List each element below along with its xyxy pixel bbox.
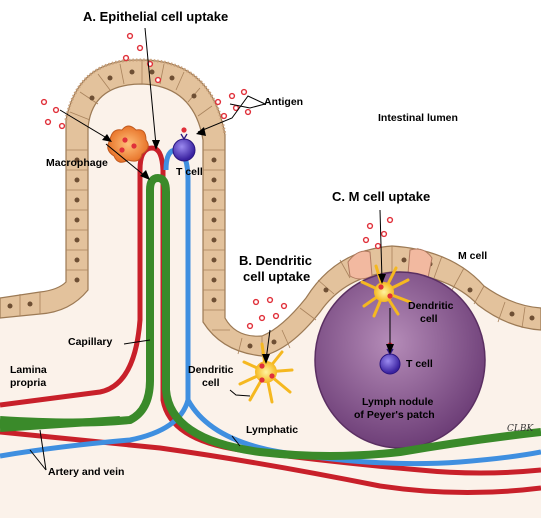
label-t-cell-nodule: T cell bbox=[406, 358, 433, 370]
label-lamina-propria-2: propria bbox=[10, 377, 47, 389]
label-m-cell: M cell bbox=[458, 250, 488, 262]
lymphatic-vessel bbox=[0, 173, 541, 460]
label-lymph-nodule-2: of Peyer's patch bbox=[354, 409, 435, 421]
label-dendritic-cell-nodule-2: cell bbox=[420, 313, 438, 325]
vein-vessel-lower bbox=[185, 398, 541, 467]
brush-border bbox=[64, 58, 227, 136]
heading-dendritic-uptake-1: B. Dendritic bbox=[239, 253, 312, 268]
arrowheads bbox=[102, 127, 394, 364]
artery-vessel bbox=[0, 145, 541, 476]
label-capillary: Capillary bbox=[68, 336, 113, 348]
t-cell-villus bbox=[172, 127, 196, 162]
villus-epithelium bbox=[0, 59, 541, 357]
heading-m-cell-uptake: C. M cell uptake bbox=[332, 189, 431, 204]
heading-epithelial-uptake: A. Epithelial cell uptake bbox=[83, 9, 229, 24]
label-lamina-propria-1: Lamina bbox=[10, 364, 47, 376]
epithelial-nuclei bbox=[7, 69, 535, 349]
lymphatic-vessel-left bbox=[0, 416, 121, 432]
label-antigen: Antigen bbox=[264, 96, 304, 108]
label-dendritic-cell-lp-1: Dendritic bbox=[188, 364, 234, 376]
artist-signature: CLBK bbox=[507, 424, 534, 434]
label-intestinal-lumen: Intestinal lumen bbox=[378, 112, 458, 124]
label-dendritic-cell-lp-2: cell bbox=[202, 377, 220, 389]
artery-vessel-lower bbox=[0, 429, 541, 496]
label-macrophage: Macrophage bbox=[46, 157, 108, 169]
dendritic-cell-lamina-propria bbox=[238, 342, 294, 404]
antigen-particles bbox=[40, 32, 394, 330]
label-t-cell-villus: T cell bbox=[176, 166, 203, 178]
dendritic-cell-nodule bbox=[360, 264, 412, 318]
heading-dendritic-uptake-2: cell uptake bbox=[243, 269, 311, 284]
label-dendritic-cell-nodule-1: Dendritic bbox=[408, 300, 454, 312]
m-cells bbox=[347, 248, 433, 280]
label-lymphatic: Lymphatic bbox=[246, 424, 299, 436]
label-artery-and-vein: Artery and vein bbox=[48, 466, 125, 478]
label-lymph-nodule-1: Lymph nodule bbox=[362, 396, 434, 408]
